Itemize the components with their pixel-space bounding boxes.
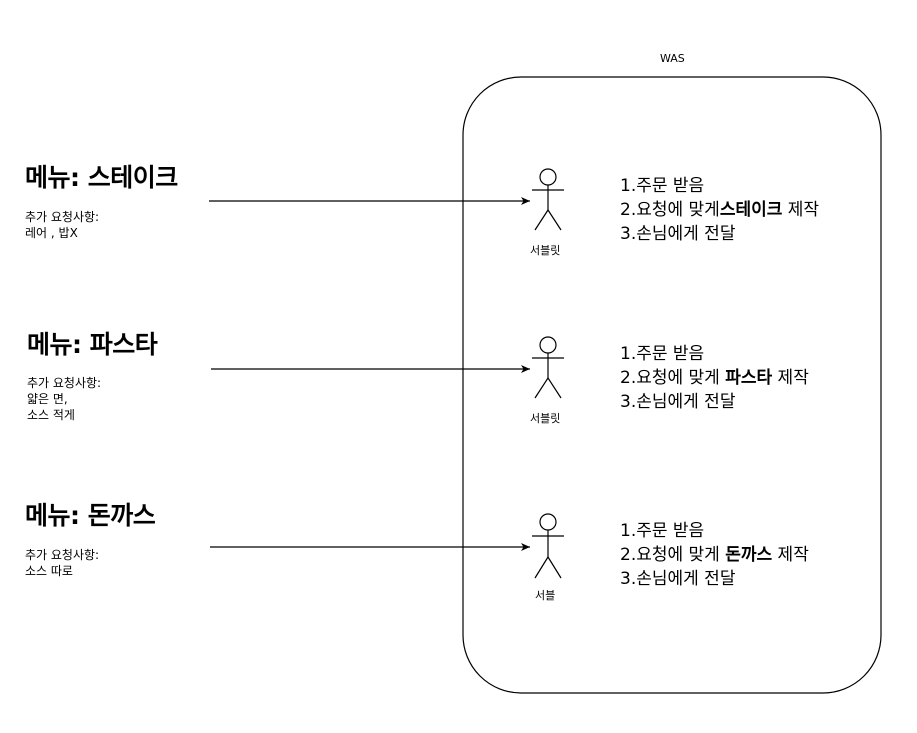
step-receive: 1.주문 받음 [620, 176, 705, 196]
step-make-suffix: 제작 [772, 368, 809, 388]
step-make: 2.요청에 맞게 파스타 제작 [620, 366, 809, 390]
servlet-actor-2 [532, 336, 564, 399]
request-line: 소스 따로 [25, 564, 73, 578]
step-receive: 1.주문 받음 [620, 521, 705, 541]
step-make-suffix: 제작 [782, 200, 820, 220]
request-label: 추가 요청사항: [25, 548, 100, 562]
servlet-label-3: 서블 [535, 589, 556, 602]
steak-menu-title: 메뉴: 스테이크 [25, 163, 178, 192]
step-make-prefix: 2.요청에 맞게 [620, 200, 720, 220]
step-make-prefix: 2.요청에 맞게 [620, 545, 726, 565]
pasta-steps: 1.주문 받음 2.요청에 맞게 파스타 제작 3.손님에게 전달 [620, 342, 809, 414]
servlet-label-2: 서블릿 [530, 412, 561, 425]
step-deliver: 3.손님에게 전달 [620, 392, 736, 412]
request-line: 레어 , 밥X [25, 226, 78, 240]
tonkatsu-menu-title: 메뉴: 돈까스 [25, 501, 156, 530]
was-label: WAS [660, 52, 685, 65]
step-receive: 1.주문 받음 [620, 344, 705, 364]
step-make-suffix: 제작 [772, 545, 809, 565]
step-make-dish: 스테이크 [719, 200, 783, 220]
request-label: 추가 요청사항: [27, 376, 102, 390]
step-make-dish: 파스타 [725, 368, 773, 388]
pasta-request: 추가 요청사항: 얇은 면, 소스 적게 [27, 375, 101, 423]
step-deliver: 3.손님에게 전달 [620, 569, 736, 589]
servlet-label-1: 서블릿 [530, 244, 561, 257]
step-make-prefix: 2.요청에 맞게 [620, 368, 726, 388]
step-make: 2.요청에 맞게 돈까스 제작 [620, 543, 809, 567]
request-line: 얇은 면, [27, 392, 68, 406]
steak-request: 추가 요청사항: 레어 , 밥X [25, 209, 99, 241]
servlet-actor-1 [532, 168, 564, 231]
tonkatsu-request: 추가 요청사항: 소스 따로 [25, 547, 99, 579]
was-container [462, 76, 882, 694]
step-make-dish: 돈까스 [725, 545, 773, 565]
tonkatsu-steps: 1.주문 받음 2.요청에 맞게 돈까스 제작 3.손님에게 전달 [620, 519, 809, 591]
pasta-menu-title: 메뉴: 파스타 [27, 330, 158, 359]
servlet-actor-3 [532, 513, 564, 579]
step-make: 2.요청에 맞게스테이크 제작 [620, 198, 819, 222]
step-deliver: 3.손님에게 전달 [620, 224, 736, 244]
steak-steps: 1.주문 받음 2.요청에 맞게스테이크 제작 3.손님에게 전달 [620, 174, 819, 246]
request-label: 추가 요청사항: [25, 210, 100, 224]
request-line: 소스 적게 [27, 408, 75, 422]
